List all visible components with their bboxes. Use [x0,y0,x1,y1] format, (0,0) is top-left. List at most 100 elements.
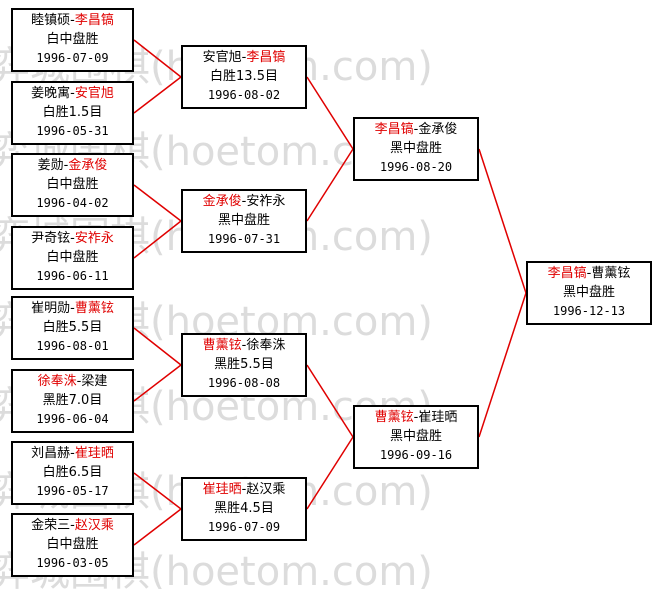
bracket-connector [133,508,182,546]
match-players: 金荣三-赵汉乘 [13,516,132,535]
round2-match-1: 安官旭-李昌镐白胜13.5目 1996-08-02 [181,45,307,109]
round2-match-4: 崔珪晒-赵汉乘黑胜4.5目 1996-07-09 [181,477,307,541]
match-date: 1996-07-31 [207,232,281,246]
bracket-connector [133,184,182,222]
player-name: 安官旭 [74,86,114,101]
separator: - [70,446,75,461]
player-name: 赵汉乘 [246,482,286,497]
player-name: 姜晚寓 [31,86,71,101]
bracket-connector [133,327,182,366]
player-name: 睦镇硕 [31,13,71,28]
separator: - [76,374,82,389]
separator: - [241,194,247,209]
bracket-connector [133,39,182,78]
round2-match-3: 曹薰铉-徐奉洙黑胜5.5目 1996-08-08 [181,333,307,397]
match-result: 白胜5.5目 [42,320,103,335]
match-date: 1996-06-04 [36,412,109,426]
round1-match-3: 姜勋-金承俊白中盘胜 1996-04-02 [11,153,134,217]
match-result: 白中盘胜 [46,32,99,47]
bracket-connector [133,472,182,510]
match-date: 1996-08-02 [207,88,281,102]
bracket-connector [478,148,527,294]
player-name: 徐奉洙 [37,374,77,389]
player-name: 崔明勋 [31,301,71,316]
match-players: 安官旭-李昌镐 [183,48,305,67]
match-players: 姜晚寓-安官旭 [13,84,132,103]
match-date: 1996-08-01 [36,339,109,353]
match-players: 徐奉洙-梁建 [13,372,132,391]
player-name: 曹薰铉 [202,338,242,353]
match-date: 1996-06-11 [36,269,109,283]
match-result: 白胜6.5目 [42,465,103,480]
player-name: 曹薰铉 [374,410,414,425]
player-name: 李昌镐 [74,13,114,28]
player-name: 徐奉洙 [246,338,286,353]
player-name: 李昌镐 [547,266,587,281]
player-name: 梁建 [81,374,108,389]
match-result: 白胜13.5目 [210,69,278,84]
player-name: 金承俊 [418,122,458,137]
match-date: 1996-05-31 [36,124,109,138]
match-players: 李昌镐-金承俊 [355,120,477,139]
match-players: 崔珪晒-赵汉乘 [183,480,305,499]
match-date: 1996-03-05 [36,556,109,570]
separator: - [413,410,419,425]
bracket-connector [306,364,354,438]
separator: - [70,231,75,246]
match-date: 1996-08-20 [379,160,453,174]
final-match-1: 李昌镐-曹薰铉黑中盘胜 1996-12-13 [526,261,652,325]
match-players: 崔明勋-曹薰铉 [13,299,132,318]
match-result: 黑胜5.5目 [214,357,274,372]
match-result: 白中盘胜 [46,250,99,265]
player-name: 李昌镐 [374,122,414,137]
match-players: 曹薰铉-徐奉洙 [183,336,305,355]
match-players: 尹奇铉-安祚永 [13,229,132,248]
match-players: 金承俊-安祚永 [183,192,305,211]
match-result: 黑胜4.5目 [214,501,274,516]
match-date: 1996-07-09 [36,51,109,65]
round1-match-5: 崔明勋-曹薰铉白胜5.5目 1996-08-01 [11,296,134,360]
bracket-connector [306,148,354,222]
separator: - [70,13,75,28]
round3-match-2: 曹薰铉-崔珪晒黑中盘胜 1996-09-16 [353,405,479,469]
round1-match-1: 睦镇硕-李昌镐白中盘胜 1996-07-09 [11,8,134,72]
match-date: 1996-08-08 [207,376,281,390]
bracket-connector [133,220,182,259]
match-players: 姜勋-金承俊 [13,156,132,175]
bracket-connector [133,76,182,114]
match-result: 黑胜7.0目 [42,393,103,408]
player-name: 曹薰铉 [74,301,114,316]
player-name: 曹薰铉 [591,266,631,281]
match-date: 1996-04-02 [36,196,109,210]
player-name: 刘昌赫 [31,446,71,461]
bracket-connector [133,364,182,402]
separator: - [70,518,75,533]
separator: - [70,301,75,316]
round1-match-4: 尹奇铉-安祚永白中盘胜 1996-06-11 [11,226,134,290]
match-players: 曹薰铉-崔珪晒 [355,408,477,427]
separator: - [70,86,75,101]
player-name: 安官旭 [202,50,242,65]
player-name: 安祚永 [246,194,286,209]
player-name: 李昌镐 [246,50,286,65]
match-date: 1996-09-16 [379,448,453,462]
match-date: 1996-07-09 [207,520,281,534]
match-date: 1996-05-17 [36,484,109,498]
match-result: 黑中盘胜 [562,285,615,300]
player-name: 姜勋 [37,158,64,173]
match-date: 1996-12-13 [552,304,626,318]
player-name: 金荣三 [31,518,71,533]
match-players: 刘昌赫-崔珪晒 [13,444,132,463]
player-name: 崔珪晒 [418,410,458,425]
separator: - [413,122,419,137]
match-result: 黑中盘胜 [389,429,442,444]
match-players: 李昌镐-曹薰铉 [528,264,650,283]
match-result: 白中盘胜 [46,177,99,192]
bracket-connector [478,292,527,438]
bracket-connector [306,76,354,150]
player-name: 金承俊 [68,158,108,173]
player-name: 安祚永 [74,231,114,246]
